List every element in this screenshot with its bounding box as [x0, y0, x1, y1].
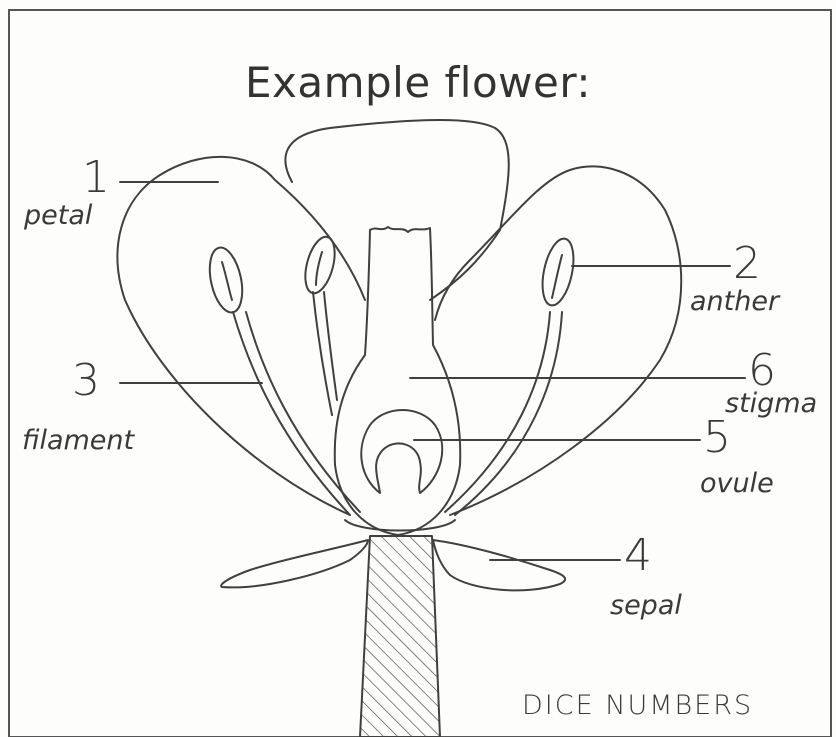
label-number-filament: 3	[72, 355, 100, 406]
label-number-sepal: 4	[624, 530, 652, 581]
label-number-ovule: 5	[703, 412, 731, 463]
middle-anther	[300, 234, 340, 297]
label-name-ovule: ovule	[700, 468, 774, 499]
label-number-anther: 2	[733, 238, 761, 289]
stem	[360, 536, 440, 737]
left-sepal	[221, 540, 368, 587]
footer-note: DICE NUMBERS	[522, 690, 753, 721]
label-name-filament: filament	[22, 425, 134, 456]
label-name-stigma: stigma	[725, 388, 817, 419]
left-filament-inner	[246, 312, 360, 512]
back-petal	[285, 120, 508, 300]
label-number-petal: 1	[82, 152, 110, 203]
right-sepal	[433, 540, 565, 590]
label-name-sepal: sepal	[610, 590, 682, 621]
ovary-chamber	[361, 410, 442, 493]
label-name-petal: petal	[24, 200, 92, 231]
middle-filament	[313, 292, 332, 415]
right-filament	[445, 312, 550, 512]
label-name-anther: anther	[690, 286, 779, 317]
